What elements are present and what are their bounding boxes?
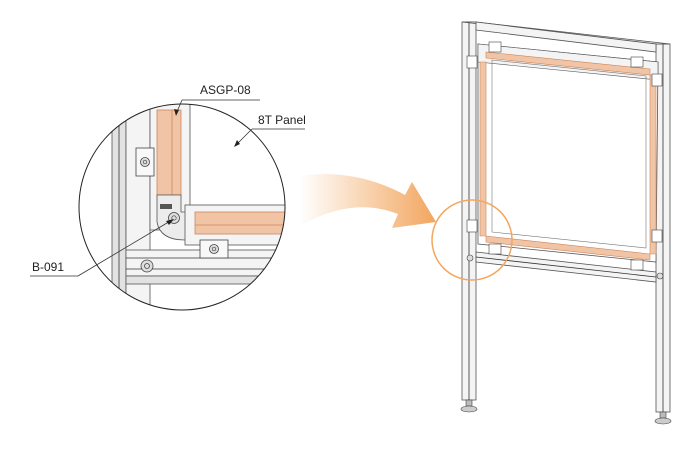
callout-gasket: ASGP-08 xyxy=(200,83,251,97)
leader-lines xyxy=(30,99,305,277)
frame-gasket-bottom xyxy=(485,235,651,261)
callout-panel: 8T Panel xyxy=(258,113,306,127)
highlight-circle xyxy=(431,199,513,281)
callout-bolt: B-091 xyxy=(32,260,64,274)
frame-gasket-right xyxy=(649,74,657,255)
detail-view xyxy=(78,103,286,311)
detail-circle-outline xyxy=(78,103,286,311)
pointer-arrow xyxy=(300,174,436,228)
gasket-vertical xyxy=(156,109,182,196)
frame-gasket-left xyxy=(479,61,487,237)
display-stand-frame xyxy=(460,21,672,425)
gasket-horizontal xyxy=(194,211,285,235)
